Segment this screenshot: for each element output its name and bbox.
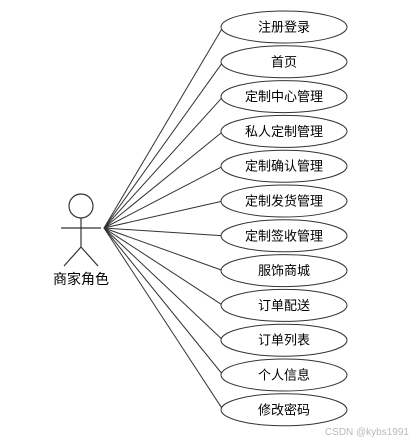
use-case-ellipse [220, 358, 348, 392]
association-line [103, 200, 224, 229]
association-line [103, 61, 224, 229]
use-case-label: 定制确认管理 [245, 160, 323, 175]
actor-right-leg [80, 246, 99, 267]
use-case-label: 定制中心管理 [245, 90, 323, 105]
use-case-label: 首页 [271, 55, 297, 70]
association-line [103, 227, 224, 411]
use-case-ellipse [220, 184, 348, 218]
actor-figure: 商家角色 [53, 193, 109, 288]
association-line [103, 227, 224, 306]
association-line [103, 165, 224, 229]
use-case-label: 私人定制管理 [245, 125, 323, 140]
use-case-label: 注册登录 [258, 21, 310, 36]
use-case-label: 订单配送 [258, 299, 310, 314]
use-case: 注册登录 [220, 10, 348, 44]
watermark: CSDN @kybs1991 [324, 427, 409, 438]
use-case: 服饰商城 [220, 254, 348, 288]
use-case-ellipse [220, 254, 348, 288]
association-line [103, 227, 224, 341]
use-case-list: 注册登录首页定制中心管理私人定制管理定制确认管理定制发货管理定制签收管理服饰商城… [220, 10, 348, 427]
use-case-ellipse [220, 114, 348, 148]
use-case: 定制中心管理 [220, 80, 348, 114]
use-case-ellipse [220, 393, 348, 427]
use-case: 订单配送 [220, 288, 348, 322]
use-case: 首页 [220, 45, 348, 79]
use-case-ellipse [220, 10, 348, 44]
use-case-label: 定制签收管理 [245, 228, 323, 244]
use-case-ellipse [220, 323, 348, 357]
use-case-label: 服饰商城 [258, 264, 310, 279]
use-case-label: 定制发货管理 [245, 194, 323, 210]
association-line [103, 227, 224, 376]
actor-head [68, 193, 94, 219]
association-line [103, 131, 224, 229]
use-case-label: 个人信息 [258, 368, 310, 384]
use-case: 定制签收管理 [220, 219, 348, 253]
use-case: 定制确认管理 [220, 149, 348, 183]
use-case: 定制发货管理 [220, 184, 348, 218]
association-line [103, 96, 224, 229]
use-case: 修改密码 [220, 393, 348, 427]
use-case: 个人信息 [220, 358, 348, 392]
association-lines [103, 26, 224, 411]
use-case-ellipse [220, 219, 348, 253]
use-case-ellipse [220, 45, 348, 79]
association-line [103, 26, 224, 229]
use-case-ellipse [220, 80, 348, 114]
actor-left-leg [63, 246, 82, 267]
association-line [103, 227, 224, 272]
use-case-label: 修改密码 [258, 402, 310, 418]
actor-label: 商家角色 [53, 271, 109, 288]
association-line [103, 227, 224, 237]
use-case-ellipse [220, 288, 348, 322]
use-case-label: 订单列表 [258, 334, 310, 349]
use-case: 订单列表 [220, 323, 348, 357]
use-case: 私人定制管理 [220, 114, 348, 148]
use-case-ellipse [220, 149, 348, 183]
